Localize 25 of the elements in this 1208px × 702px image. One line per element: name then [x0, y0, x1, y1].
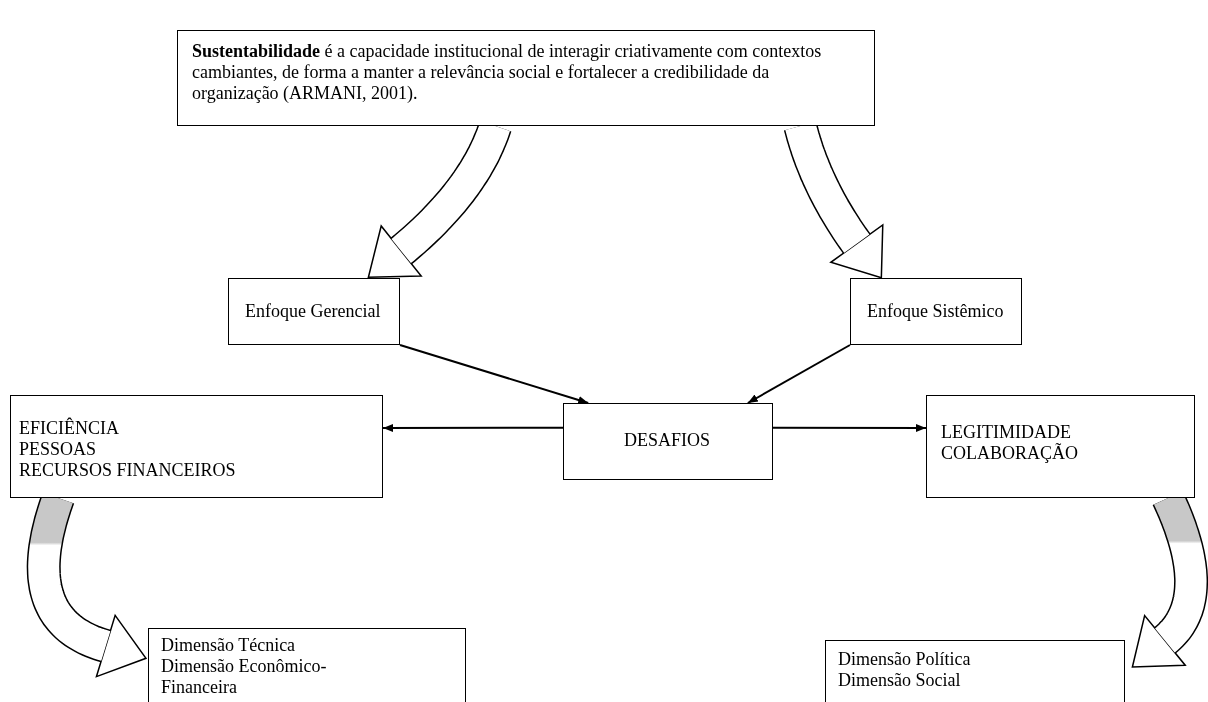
process-box — [825, 640, 1125, 702]
text-box — [177, 30, 875, 126]
arrow — [399, 344, 590, 404]
node-label: Dimensão Técnica — [161, 635, 296, 656]
node-label: RECURSOS FINANCEIROS — [19, 460, 236, 481]
process-box — [10, 395, 383, 498]
arrow — [772, 423, 927, 432]
node-label: Enfoque Gerencial — [245, 301, 381, 322]
arrow — [382, 423, 564, 432]
node-label: COLABORAÇÃO — [941, 443, 1078, 464]
node-label: Dimensão Social — [838, 670, 961, 691]
node-label: Dimensão Econômico-Financeira — [161, 656, 328, 698]
node-label: EFICIÊNCIA — [19, 418, 119, 439]
node-label: Enfoque Sistêmico — [867, 301, 1004, 322]
node-label: Dimensão Política — [838, 649, 971, 670]
process-box — [148, 628, 466, 702]
node-label: DESAFIOS — [624, 430, 711, 451]
arrow — [746, 344, 851, 404]
process-box — [926, 395, 1195, 498]
node-label: PESSOAS — [19, 439, 97, 460]
definition-text: Sustentabilidade é a capacidade institucional de interagir criativamente com contextos cambiantes, de forma a manter a relevância social e fortalecer a credibilidade da organização (ARMANI, 2001). — [192, 41, 823, 104]
process-box — [228, 278, 400, 345]
process-box — [563, 403, 773, 480]
process-box — [850, 278, 1022, 345]
node-label: LEGITIMIDADE — [941, 422, 1071, 443]
